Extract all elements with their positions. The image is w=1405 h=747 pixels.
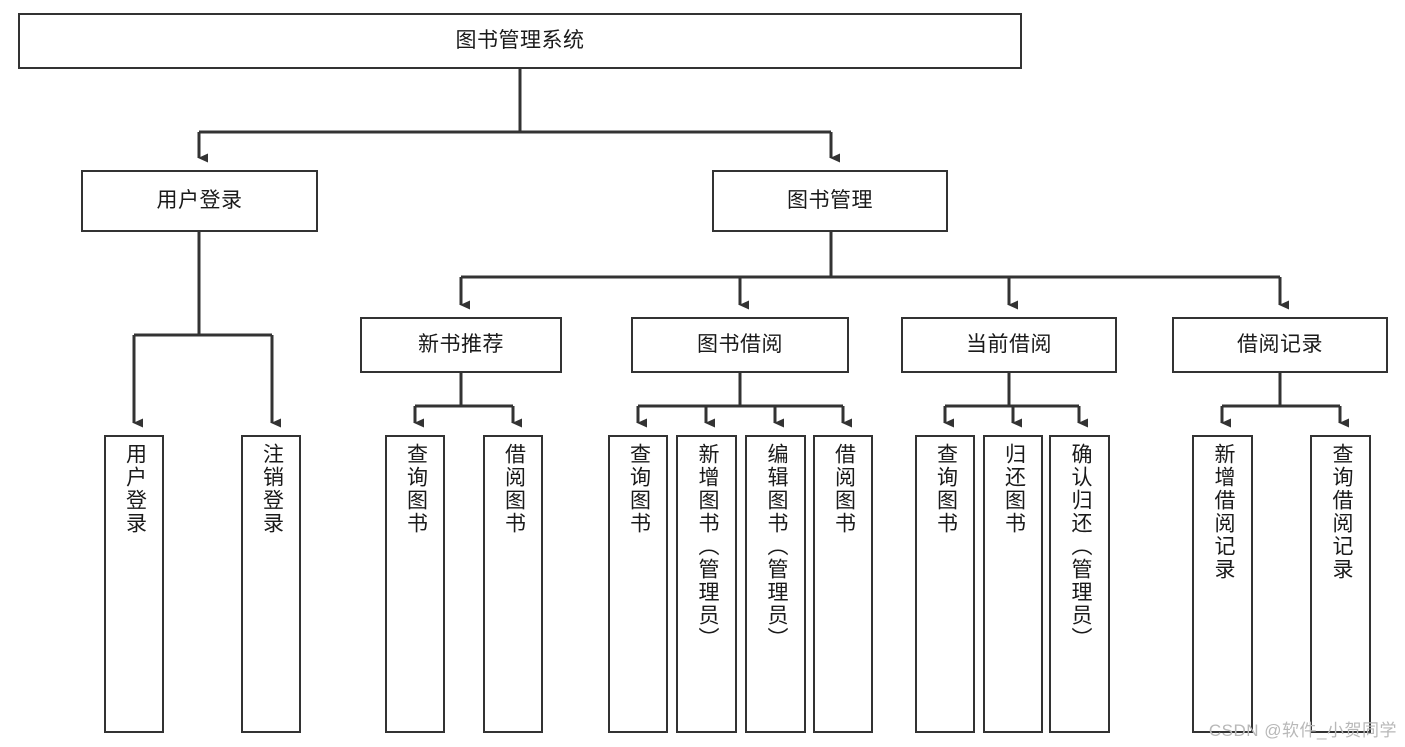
node-leaf-query-book-3[interactable]: 查询图书 (915, 435, 975, 733)
node-label: 图书管理系统 (455, 28, 585, 52)
node-label: 借阅图书 (832, 443, 856, 535)
node-leaf-borrow-book-1[interactable]: 借阅图书 (483, 435, 543, 733)
node-leaf-edit-book[interactable]: 编辑图书（管理员） (745, 435, 806, 733)
node-label: 确认归还（管理员） (1068, 443, 1092, 650)
node-book-borrow[interactable]: 图书借阅 (631, 317, 849, 373)
node-label: 编辑图书（管理员） (764, 443, 788, 650)
node-label: 用户登录 (123, 443, 147, 535)
node-leaf-borrow-book-2[interactable]: 借阅图书 (813, 435, 873, 733)
node-label: 借阅记录 (1237, 332, 1323, 356)
node-label: 新增图书（管理员） (695, 443, 719, 650)
node-label: 借阅图书 (502, 443, 526, 535)
node-label: 查询图书 (627, 443, 651, 535)
node-label: 查询借阅记录 (1329, 443, 1353, 581)
node-label: 归还图书 (1002, 443, 1026, 535)
node-root-system[interactable]: 图书管理系统 (18, 13, 1022, 69)
node-label: 查询图书 (934, 443, 958, 535)
node-leaf-confirm-return[interactable]: 确认归还（管理员） (1049, 435, 1110, 733)
node-label: 注销登录 (260, 443, 284, 535)
node-leaf-logout[interactable]: 注销登录 (241, 435, 301, 733)
node-user-login[interactable]: 用户登录 (81, 170, 318, 232)
node-current-borrow[interactable]: 当前借阅 (901, 317, 1117, 373)
node-book-manage[interactable]: 图书管理 (712, 170, 948, 232)
node-leaf-user-login[interactable]: 用户登录 (104, 435, 164, 733)
node-leaf-return-book[interactable]: 归还图书 (983, 435, 1043, 733)
node-borrow-record[interactable]: 借阅记录 (1172, 317, 1388, 373)
node-new-book-rec[interactable]: 新书推荐 (360, 317, 562, 373)
node-label: 用户登录 (156, 188, 243, 212)
node-leaf-query-book-1[interactable]: 查询图书 (385, 435, 445, 733)
node-label: 图书借阅 (697, 332, 783, 356)
node-label: 新书推荐 (418, 332, 504, 356)
node-label: 查询图书 (404, 443, 428, 535)
node-label: 新增借阅记录 (1211, 443, 1235, 581)
node-leaf-query-record[interactable]: 查询借阅记录 (1310, 435, 1371, 733)
node-label: 当前借阅 (966, 332, 1052, 356)
node-leaf-add-record[interactable]: 新增借阅记录 (1192, 435, 1253, 733)
node-label: 图书管理 (787, 188, 873, 212)
node-leaf-add-book[interactable]: 新增图书（管理员） (676, 435, 737, 733)
node-leaf-query-book-2[interactable]: 查询图书 (608, 435, 668, 733)
